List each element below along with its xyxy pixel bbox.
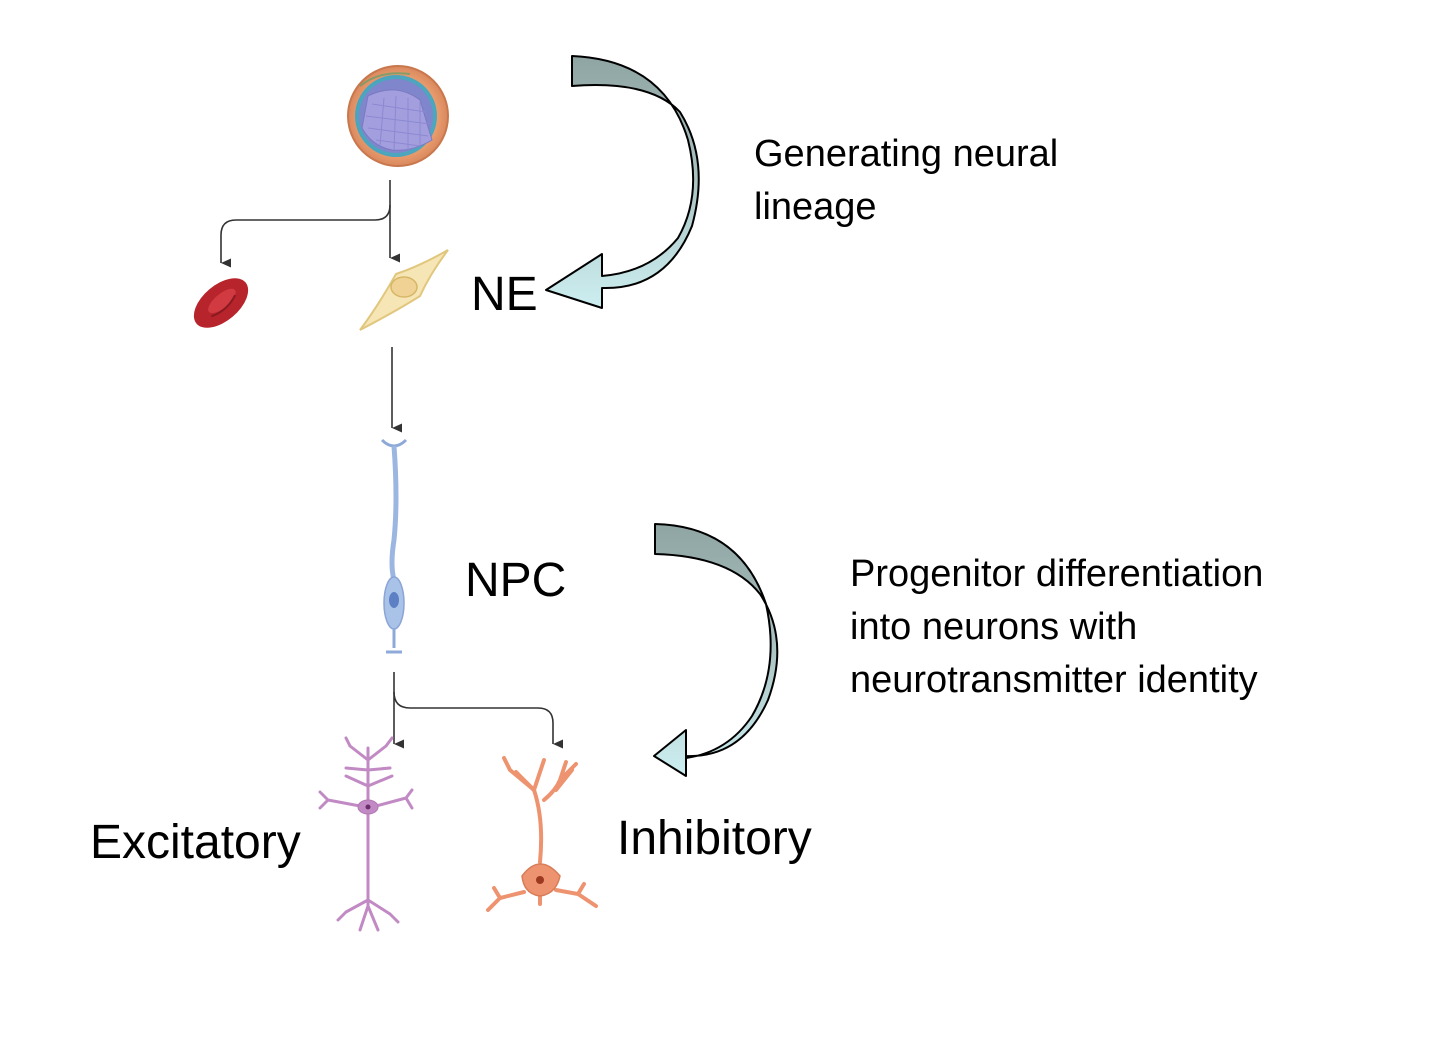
- ne-cell-icon: [359, 249, 449, 331]
- red-blood-cell-icon: [193, 278, 249, 328]
- inhibitory-label: Inhibitory: [617, 812, 812, 865]
- npc-cell-icon: [380, 438, 408, 654]
- step2-description: Progenitor differentiation into neurons …: [850, 548, 1263, 707]
- step1-line: lineage: [754, 186, 877, 228]
- npc-label: NPC: [465, 554, 567, 607]
- blastocyst-icon: [347, 65, 449, 167]
- step2-line: into neurons with: [850, 606, 1138, 648]
- inhibitory-neuron-icon: [486, 756, 598, 912]
- step1-line: Generating neural: [754, 133, 1059, 175]
- excitatory-neuron-icon: [318, 736, 414, 932]
- excitatory-label: Excitatory: [90, 816, 301, 869]
- embryo-branch-connector: [220, 180, 401, 268]
- step2-line: Progenitor differentiation: [850, 553, 1264, 595]
- generating-lineage-curved-arrow: [545, 55, 700, 309]
- ne-label: NE: [471, 268, 538, 321]
- step1-description: Generating neural lineage: [754, 128, 1058, 234]
- npc-branch-connector: [393, 672, 564, 749]
- step2-line: neurotransmitter identity: [850, 659, 1258, 701]
- differentiation-curved-arrow: [653, 523, 779, 777]
